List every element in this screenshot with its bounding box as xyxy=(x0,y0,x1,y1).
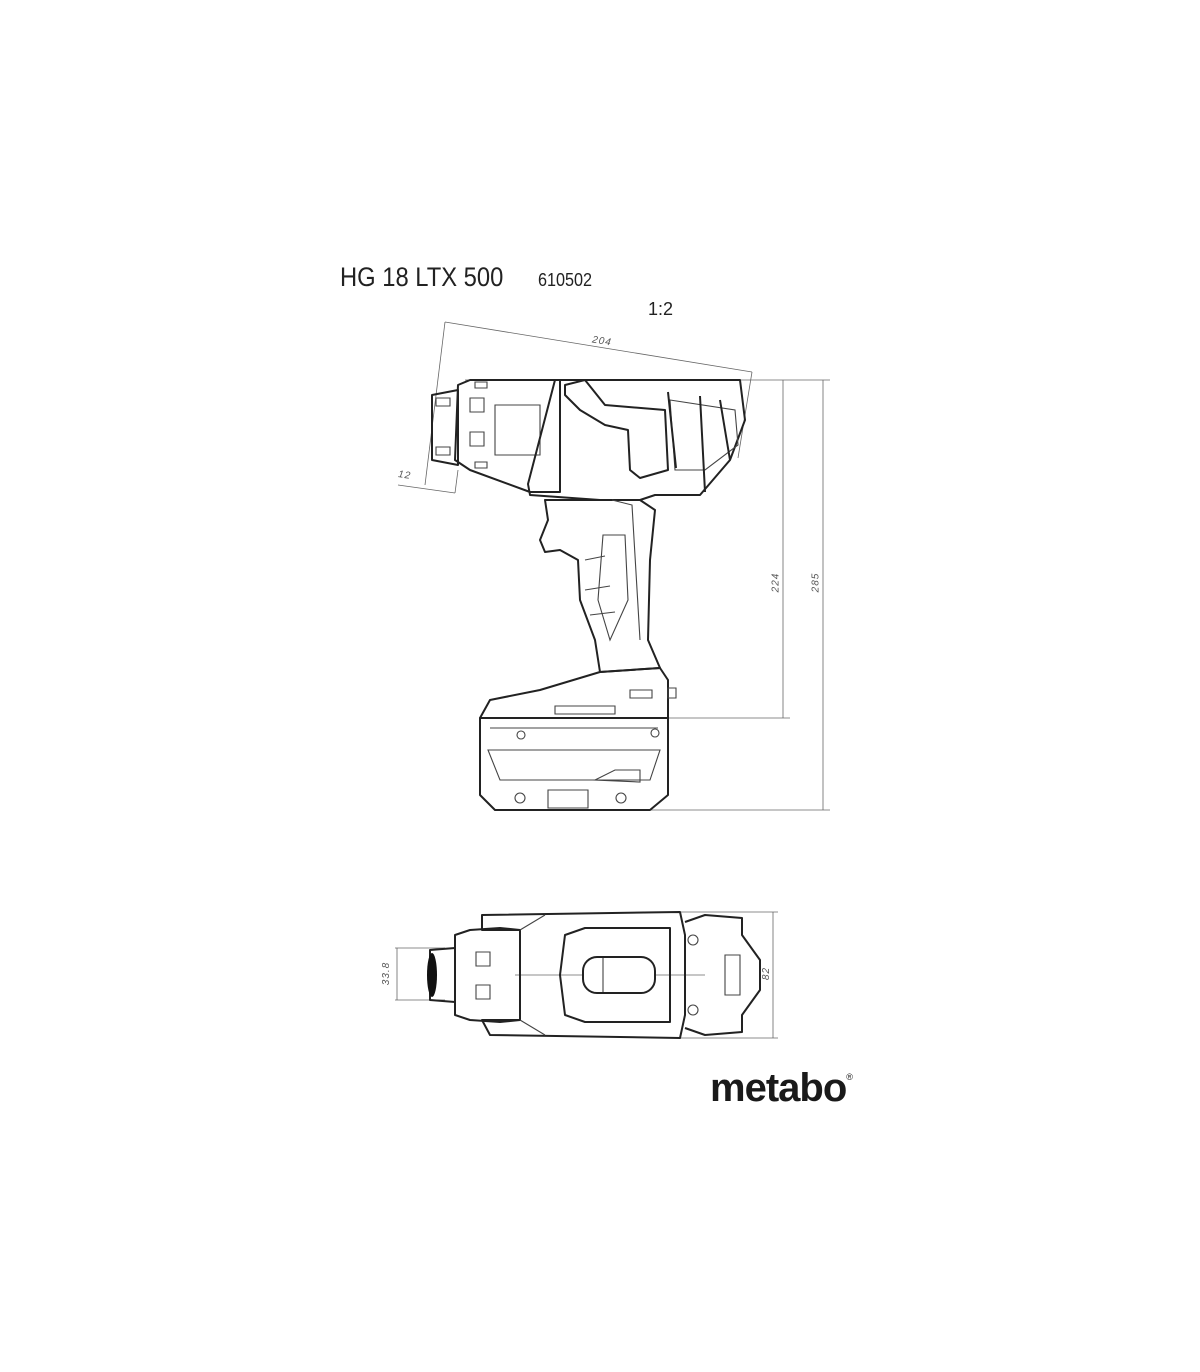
top-view-drawing xyxy=(395,911,778,1039)
dimension-height-without-battery: 224 xyxy=(770,572,782,593)
article-number: 610502 xyxy=(538,270,593,290)
registered-mark: ® xyxy=(846,1072,853,1082)
dimension-width: 82 xyxy=(761,966,773,981)
dimension-nozzle-diameter: 33.8 xyxy=(381,961,393,986)
metabo-logo: metabo® xyxy=(710,1066,853,1111)
drawing-scale: 1:2 xyxy=(648,299,674,319)
model-title: HG 18 LTX 500 xyxy=(340,262,504,292)
dimension-height-total: 285 xyxy=(810,572,822,593)
side-view-drawing xyxy=(397,321,830,811)
dimension-nozzle-offset: 12 xyxy=(397,469,412,482)
logo-text: metabo xyxy=(710,1066,847,1110)
